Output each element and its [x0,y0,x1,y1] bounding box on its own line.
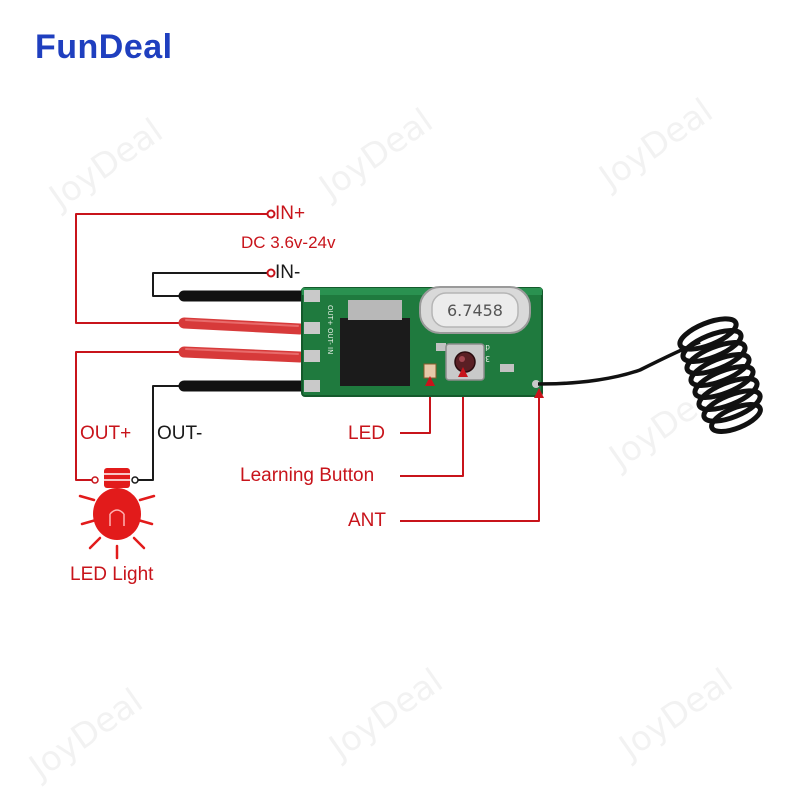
learning-button-callout-line [400,372,464,477]
wire-red-in [178,317,306,335]
wires [178,290,310,392]
antenna-callout-label: ANT [348,510,386,531]
in-minus-terminal [266,268,276,278]
out-minus-line [135,385,182,481]
led-light-label: LED Light [70,564,154,585]
watermark-text: JoyDeal [321,661,451,769]
out-plus-line [75,351,182,481]
terminals [266,209,276,278]
learning-button-callout-label: Learning Button [240,465,375,486]
in-plus-label: IN+ [275,203,306,224]
callout-arrows [425,367,544,398]
watermark-text: JoyDeal [591,91,721,199]
regulator-chip [340,318,410,386]
status-led [423,363,437,379]
brand-logo: FunDeal [35,28,173,66]
watermark-text: JoyDeal [21,681,151,789]
watermark-text: JoyDeal [611,661,741,769]
out-minus-label: OUT- [157,423,203,444]
connection-lines [75,213,540,522]
led-callout-label: LED [348,423,385,444]
led-callout-line [400,381,431,434]
antenna-callout-line [400,392,540,522]
in-plus-terminal [266,209,276,219]
in-plus-line [75,213,268,324]
coiled-antenna-icon [537,316,763,434]
wire-red-out [178,346,306,363]
watermark-text: JoyDeal [41,111,171,219]
out-plus-label: OUT+ [80,423,132,444]
crystal-marking: 6.7458 [447,301,503,320]
svg-text:OUT+ OUT- IN: OUT+ OUT- IN [326,305,334,354]
led-bulb-icon [78,468,156,560]
in-minus-label: IN- [275,262,301,283]
in-minus-line [152,272,268,297]
voltage-label: DC 3.6v-24v [241,233,336,252]
receiver-module: OUT+ OUT- IN 6.7458 dIqoh Ip 3ONIC118 [301,286,543,397]
watermark-text: JoyDeal [311,101,441,209]
